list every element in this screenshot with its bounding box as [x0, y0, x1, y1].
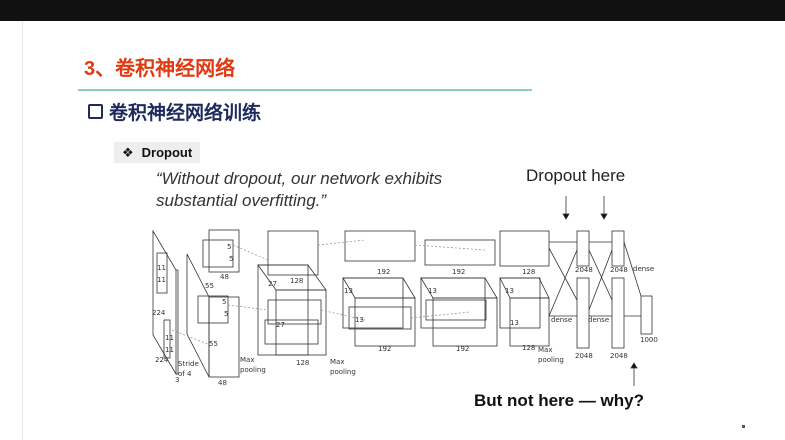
- label: Stride: [178, 360, 199, 368]
- label: 13: [510, 319, 519, 327]
- bullet-label: Dropout: [141, 145, 193, 160]
- label: 13: [505, 287, 514, 295]
- label: 55: [209, 340, 218, 348]
- diamond-bullet-icon: ❖: [122, 144, 134, 160]
- label: pooling: [240, 366, 266, 374]
- label: Max: [240, 356, 254, 364]
- label: 192: [377, 268, 390, 276]
- label: dense: [633, 265, 654, 273]
- label: 27: [268, 280, 277, 288]
- section-title: 3、卷积神经网络: [84, 58, 236, 80]
- label: of 4: [178, 370, 192, 378]
- slide-marker: [742, 425, 745, 428]
- conv1-block: [186, 229, 240, 378]
- label: 192: [378, 345, 391, 353]
- label: 55: [205, 282, 214, 290]
- subtitle: 卷积神经网络训练: [88, 98, 261, 125]
- label: 2048: [575, 266, 593, 274]
- square-bullet-icon: [88, 104, 103, 119]
- label: 13: [428, 287, 437, 295]
- bullet-dropout: ❖ Dropout: [114, 142, 201, 163]
- label: Max: [330, 358, 344, 366]
- label: dense: [588, 316, 609, 324]
- down-arrow-icon: [562, 196, 570, 220]
- label: 11: [157, 264, 166, 272]
- title-divider: [78, 89, 532, 91]
- up-arrow-icon: [630, 362, 638, 386]
- fc-layers: [548, 230, 653, 349]
- label: 2048: [610, 352, 628, 360]
- top-bar: [0, 0, 785, 21]
- conv2-block: [257, 230, 327, 356]
- label: 224: [155, 356, 169, 364]
- label: 5: [224, 310, 228, 318]
- label: 5: [222, 298, 226, 306]
- input-layer: [152, 229, 179, 376]
- subtitle-text: 卷积神经网络训练: [109, 103, 262, 124]
- down-arrow-icon: [600, 196, 608, 220]
- label: 5: [229, 255, 233, 263]
- label: 48: [218, 379, 227, 387]
- quote: “Without dropout, our network exhibits su…: [156, 168, 442, 212]
- label: 3: [175, 376, 179, 384]
- label: Max: [538, 346, 552, 354]
- label: 13: [344, 287, 353, 295]
- label: 13: [355, 316, 364, 324]
- label: dense: [551, 316, 572, 324]
- label: pooling: [330, 368, 356, 376]
- label: 192: [452, 268, 465, 276]
- dropout-here-label: Dropout here: [526, 166, 626, 185]
- not-here-label: But not here — why?: [474, 391, 644, 410]
- label: 1000: [640, 336, 658, 344]
- dotted-connections: [171, 239, 486, 346]
- label: 128: [290, 277, 303, 285]
- label: 128: [522, 268, 535, 276]
- label: 2048: [610, 266, 628, 274]
- label: 11: [165, 346, 174, 354]
- label: 224: [152, 309, 166, 317]
- conv3-block: [342, 230, 416, 347]
- label: 128: [296, 359, 309, 367]
- label: 11: [165, 334, 174, 342]
- quote-line-2: substantial overfitting.”: [156, 191, 327, 210]
- label: 128: [522, 344, 535, 352]
- left-divider: [22, 21, 23, 440]
- quote-line-1: “Without dropout, our network exhibits: [156, 169, 443, 188]
- conv4-block: [420, 239, 498, 347]
- label: 11: [157, 276, 166, 284]
- label: 2048: [575, 352, 593, 360]
- label: 48: [220, 273, 229, 281]
- label: 27: [276, 321, 285, 329]
- conv5-block: [499, 230, 550, 347]
- label: 5: [227, 243, 231, 251]
- label: pooling: [538, 356, 564, 364]
- label: 192: [456, 345, 469, 353]
